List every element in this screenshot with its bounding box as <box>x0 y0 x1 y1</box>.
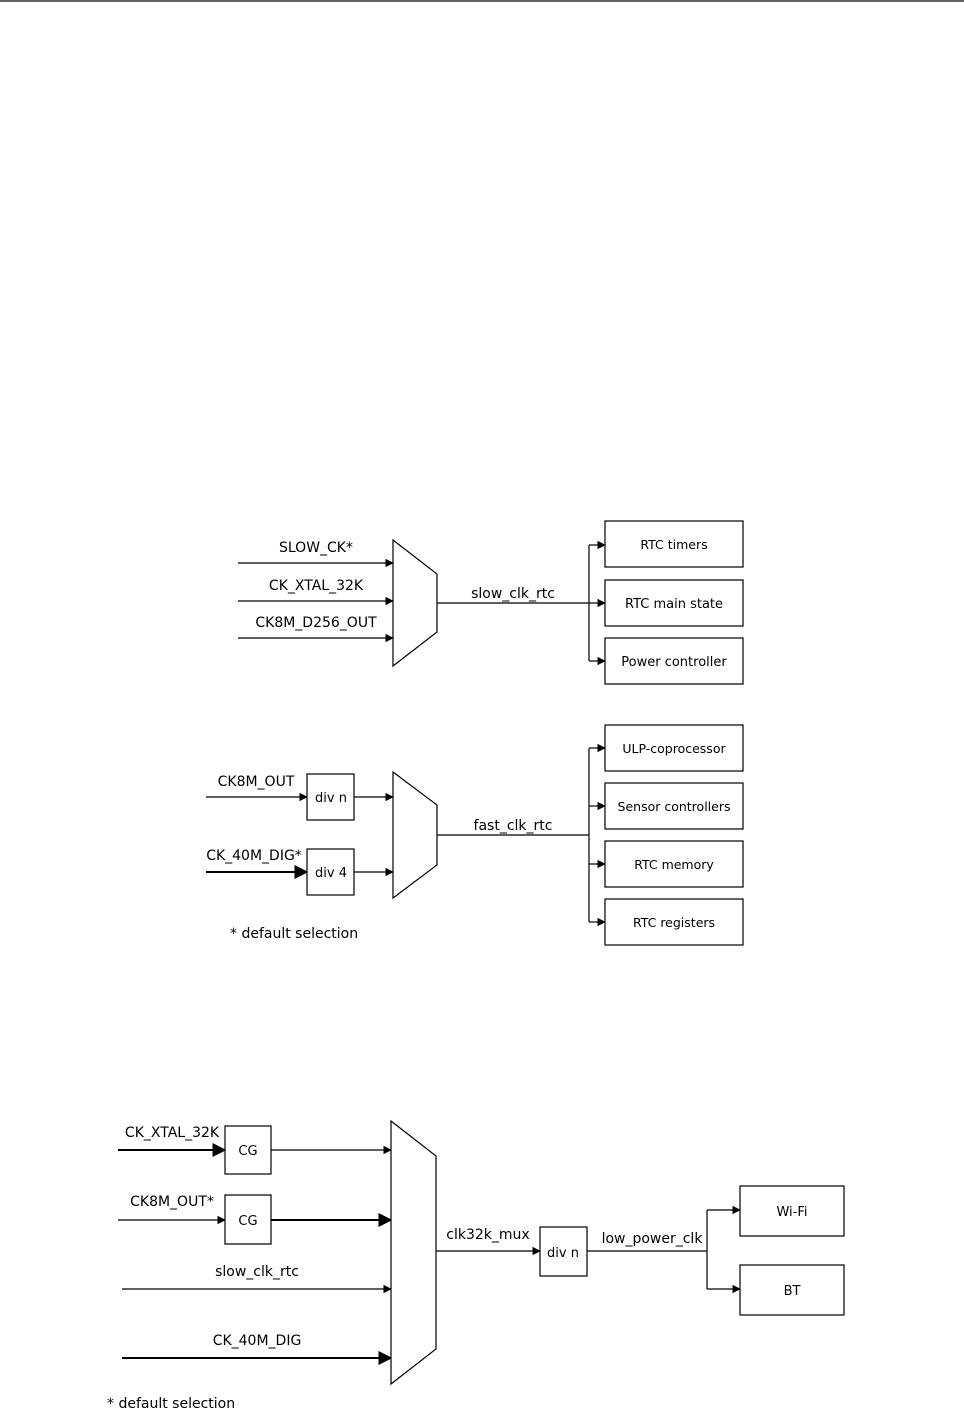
ulp-coprocessor-box <box>604 724 744 772</box>
output-label-clk32k-mux: clk32k_mux <box>446 1227 529 1243</box>
footnote-default-selection-3: * default selection <box>107 1396 235 1410</box>
input-label-slow-ck: SLOW_CK* <box>279 540 353 556</box>
rtc-main-state-box <box>604 579 744 627</box>
input-label-ck8m-out-3: CK8M_OUT* <box>130 1194 214 1210</box>
ulp-coprocessor-label: ULP-coprocessor <box>622 741 726 756</box>
slow-clk-mux <box>392 538 438 668</box>
rtc-timers-box <box>604 520 744 568</box>
clk32k-mux <box>390 1119 437 1386</box>
div-n-label: div n <box>315 791 347 806</box>
power-controller-box <box>604 637 744 685</box>
rtc-memory-label: RTC memory <box>634 857 714 872</box>
footnote-default-selection: * default selection <box>230 926 358 942</box>
rtc-timers-label: RTC timers <box>640 537 707 552</box>
div-n-box-3 <box>539 1226 588 1277</box>
sensor-controllers-label: Sensor controllers <box>618 799 731 814</box>
input-label-ck-xtal-32k: CK_XTAL_32K <box>269 578 364 594</box>
fast-clk-mux <box>392 770 438 900</box>
bt-label: BT <box>784 1284 801 1299</box>
rtc-main-state-label: RTC main state <box>625 597 723 612</box>
wifi-box <box>739 1185 845 1237</box>
low-power-clock-diagram: CK_XTAL_32K CG CK8M_OUT* CG slow_clk_rtc… <box>107 1119 845 1410</box>
div-n-box <box>306 773 355 821</box>
output-label-slow-clk-rtc: slow_clk_rtc <box>471 586 555 602</box>
rtc-memory-box <box>604 840 744 888</box>
output-label-low-power-clk: low_power_clk <box>602 1231 704 1247</box>
rtc-registers-label: RTC registers <box>633 915 715 930</box>
div-4-box <box>306 848 355 896</box>
input-label-ck-40m-dig-3: CK_40M_DIG <box>213 1333 302 1349</box>
power-controller-label: Power controller <box>621 655 727 670</box>
cg-label-1: CG <box>238 1144 257 1159</box>
input-label-ck-xtal-32k-3: CK_XTAL_32K <box>125 1125 220 1141</box>
wifi-label: Wi-Fi <box>776 1205 807 1220</box>
rtc-registers-box <box>604 898 744 946</box>
input-label-ck8m-d256-out: CK8M_D256_OUT <box>255 615 377 631</box>
sensor-controllers-box <box>604 782 744 830</box>
slow-clock-diagram: SLOW_CK* CK_XTAL_32K CK8M_D256_OUT slow_… <box>238 520 744 685</box>
cg-box-1 <box>224 1125 272 1175</box>
fast-clock-diagram: CK8M_OUT div n CK_40M_DIG* div 4 fast_cl… <box>206 724 744 946</box>
input-label-ck8m-out: CK8M_OUT <box>218 774 295 790</box>
cg-label-2: CG <box>238 1214 257 1229</box>
bt-box <box>739 1264 845 1316</box>
output-label-fast-clk-rtc: fast_clk_rtc <box>474 818 553 834</box>
div-n-label-3: div n <box>547 1246 579 1261</box>
div-4-label: div 4 <box>315 866 347 881</box>
input-label-slow-clk-rtc-3: slow_clk_rtc <box>215 1264 299 1280</box>
input-label-ck-40m-dig: CK_40M_DIG* <box>206 848 302 864</box>
